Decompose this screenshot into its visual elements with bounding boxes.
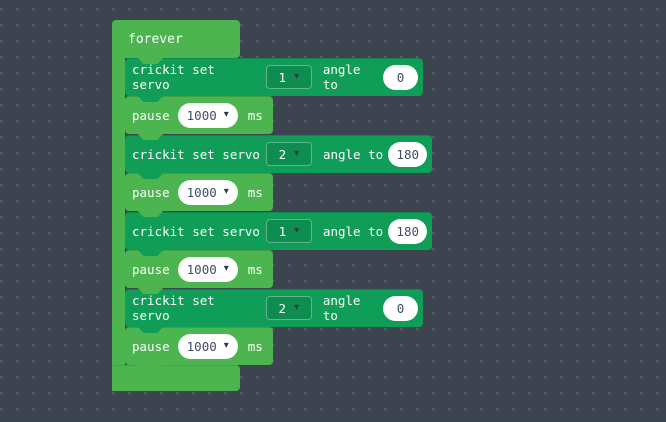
pause-duration-value: 1000 <box>186 107 217 123</box>
servo-number-dropdown[interactable]: 2 ▾ <box>265 296 312 320</box>
angle-value-field[interactable]: 180 <box>388 141 427 167</box>
pause-duration-dropdown[interactable]: 1000 ▾ <box>177 256 238 282</box>
block-label: angle to <box>322 62 361 92</box>
pause-duration-value: 1000 <box>186 184 217 200</box>
crickit-set-servo-block[interactable]: crickit set servo 1 ▾ angle to 180 <box>125 212 432 250</box>
servo-number-value: 2 <box>278 146 287 162</box>
block-label: pause <box>132 338 170 354</box>
chevron-down-icon: ▾ <box>223 340 229 351</box>
pause-duration-dropdown[interactable]: 1000 ▾ <box>177 102 238 128</box>
block-label: ms <box>247 184 263 200</box>
block-label: angle to <box>322 293 361 323</box>
pause-duration-dropdown[interactable]: 1000 ▾ <box>177 179 238 205</box>
block-label: ms <box>247 261 263 277</box>
block-label: crickit set servo <box>132 62 215 92</box>
crickit-set-servo-block[interactable]: crickit set servo 2 ▾ angle to 180 <box>125 135 432 173</box>
forever-block-footer[interactable] <box>112 365 240 391</box>
pause-block[interactable]: pause 1000 ▾ ms <box>125 327 273 365</box>
angle-value-field[interactable]: 0 <box>383 295 418 321</box>
chevron-down-icon: ▾ <box>294 148 300 159</box>
block-label: angle to <box>322 146 384 162</box>
block-label: pause <box>132 261 170 277</box>
servo-number-dropdown[interactable]: 2 ▾ <box>265 142 312 166</box>
servo-number-value: 2 <box>278 300 287 316</box>
pause-block[interactable]: pause 1000 ▾ ms <box>125 173 273 211</box>
crickit-set-servo-block[interactable]: crickit set servo 2 ▾ angle to 0 <box>125 289 423 327</box>
servo-number-value: 1 <box>278 69 287 85</box>
block-label: ms <box>247 338 263 354</box>
chevron-down-icon: ▾ <box>223 109 229 120</box>
servo-number-value: 1 <box>278 223 287 239</box>
crickit-set-servo-block[interactable]: crickit set servo 1 ▾ angle to 0 <box>125 58 423 96</box>
forever-block-spine[interactable] <box>112 24 125 391</box>
pause-block[interactable]: pause 1000 ▾ ms <box>125 96 273 134</box>
forever-block-header[interactable]: forever <box>112 20 240 58</box>
angle-value-field[interactable]: 0 <box>383 64 418 90</box>
block-label: ms <box>247 107 263 123</box>
chevron-down-icon: ▾ <box>223 263 229 274</box>
chevron-down-icon: ▾ <box>223 186 229 197</box>
chevron-down-icon: ▾ <box>294 225 300 236</box>
angle-value-field[interactable]: 180 <box>388 218 427 244</box>
servo-number-dropdown[interactable]: 1 ▾ <box>265 65 312 89</box>
block-label: pause <box>132 107 170 123</box>
forever-label: forever <box>128 31 183 47</box>
chevron-down-icon: ▾ <box>294 302 300 313</box>
pause-block[interactable]: pause 1000 ▾ ms <box>125 250 273 288</box>
block-label: angle to <box>322 223 384 239</box>
chevron-down-icon: ▾ <box>294 71 300 82</box>
block-label: pause <box>132 184 170 200</box>
pause-duration-value: 1000 <box>186 338 217 354</box>
pause-duration-dropdown[interactable]: 1000 ▾ <box>177 333 238 359</box>
servo-number-dropdown[interactable]: 1 ▾ <box>265 219 312 243</box>
block-label: crickit set servo <box>132 146 260 162</box>
pause-duration-value: 1000 <box>186 261 217 277</box>
block-label: crickit set servo <box>132 223 260 239</box>
block-label: crickit set servo <box>132 293 215 323</box>
